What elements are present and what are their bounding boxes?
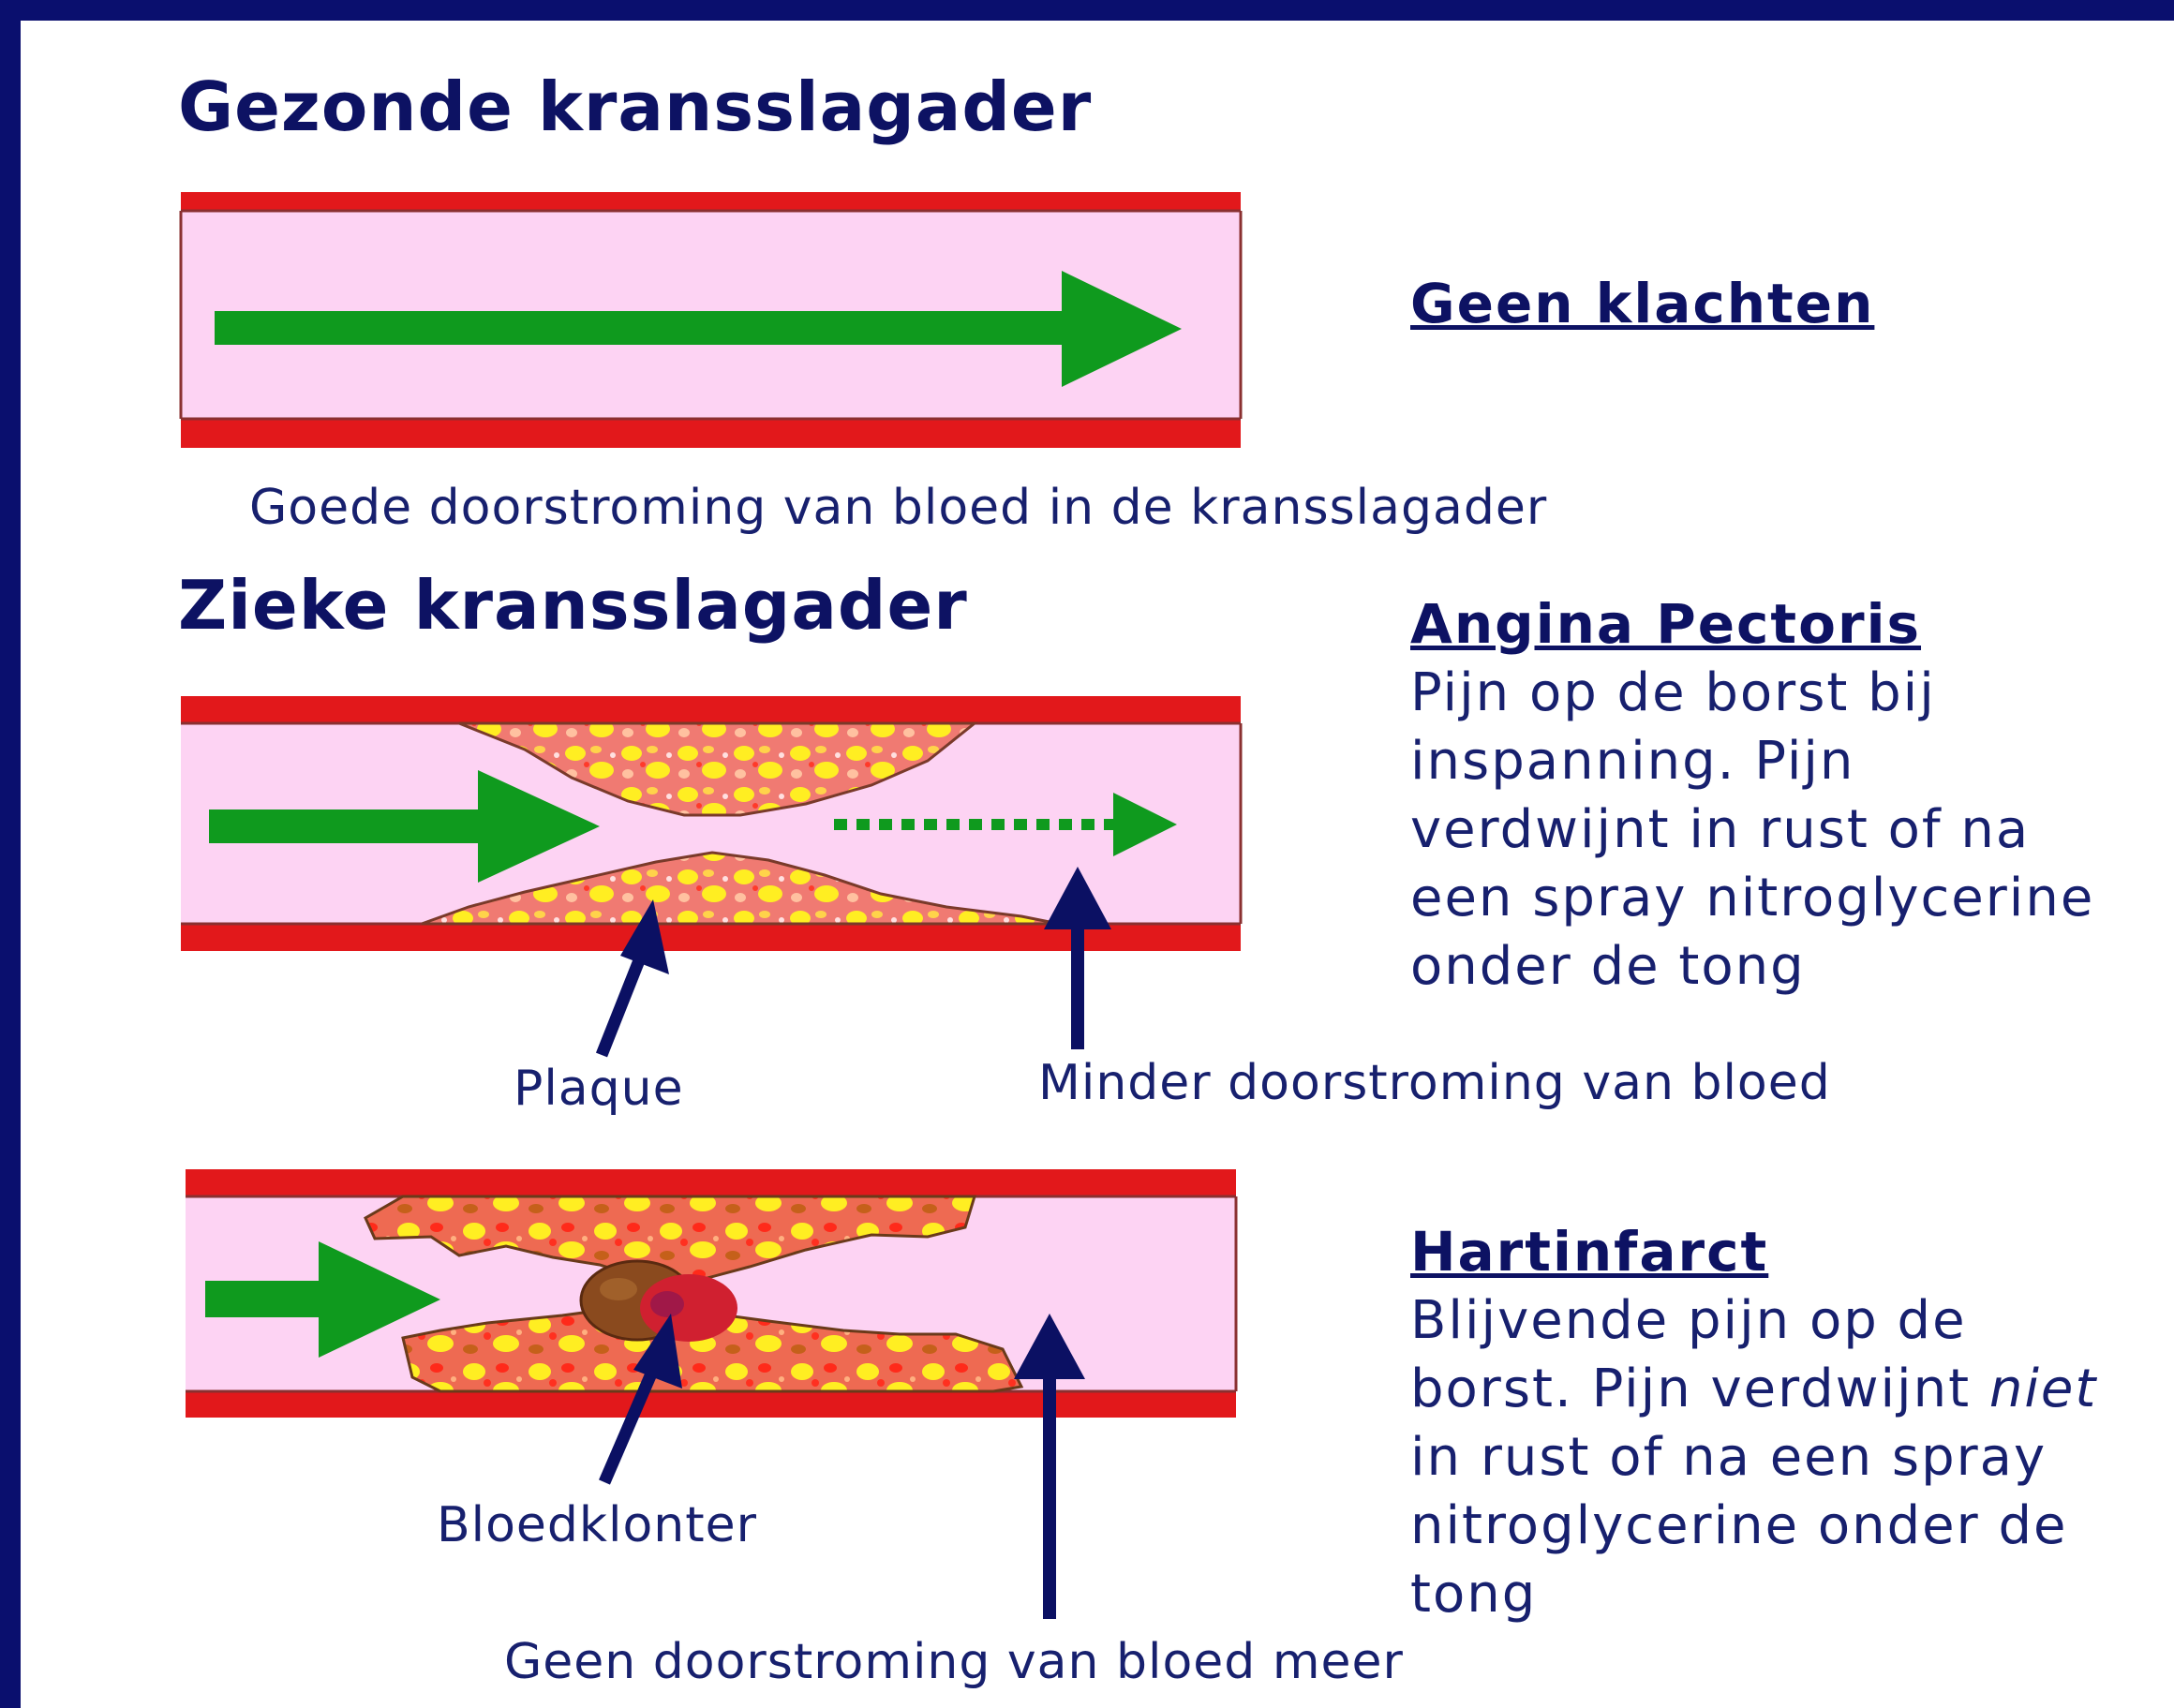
infarct-line-3: in rust of na een spray <box>1410 1423 2047 1492</box>
no-flow-label: Geen doorstroming van bloed meer <box>504 1634 1404 1690</box>
no-complaints-title: Geen klachten <box>1410 272 1874 335</box>
angina-title: Angina Pectoris <box>1410 592 1921 656</box>
clot-label: Bloedklonter <box>437 1497 757 1553</box>
healthy-title: Gezonde kransslagader <box>178 67 1092 146</box>
infarct-line-2-text: borst. Pijn verdwijnt <box>1410 1359 1989 1419</box>
reduced-flow-label: Minder doorstroming van bloed <box>1038 1055 1831 1111</box>
angina-line-1: Pijn op de borst bij <box>1410 659 1936 727</box>
healthy-caption: Goede doorstroming van bloed in de krans… <box>249 480 1547 536</box>
infarct-line-2-emphasis: niet <box>1989 1359 2097 1419</box>
diseased-title: Zieke kransslagader <box>178 566 968 645</box>
angina-line-5: onder de tong <box>1410 932 1806 1001</box>
angina-line-2: inspanning. Pijn <box>1410 727 1854 795</box>
infarct-line-2: borst. Pijn verdwijnt niet <box>1410 1355 2097 1423</box>
plaque-label: Plaque <box>514 1061 684 1117</box>
infarct-line-5: tong <box>1410 1560 1537 1628</box>
infarct-title: Hartinfarct <box>1410 1220 1768 1284</box>
angina-line-4: een spray nitroglycerine <box>1410 864 2094 932</box>
infarct-line-1: Blijvende pijn op de <box>1410 1286 1967 1355</box>
infarct-line-4: nitroglycerine onder de <box>1410 1492 2067 1560</box>
angina-line-3: verdwijnt in rust of na <box>1410 795 2030 864</box>
